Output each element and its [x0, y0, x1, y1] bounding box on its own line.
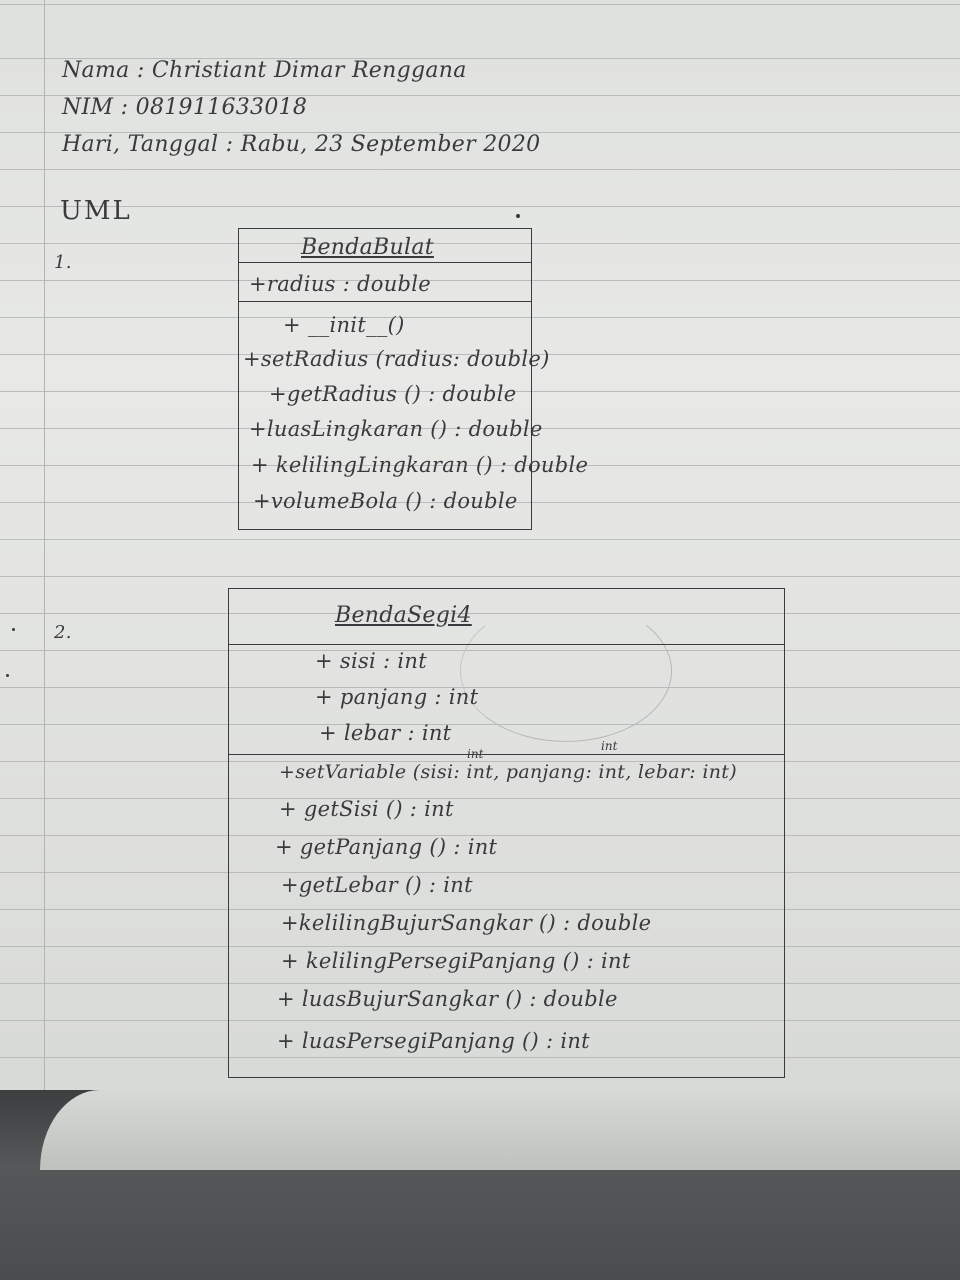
ink-dot: [516, 214, 520, 218]
class-box-bendabulat: BendaBulat +radius : double + __init__()…: [238, 228, 588, 530]
correction-note: int: [467, 747, 484, 761]
divider: [229, 754, 784, 755]
method: +getLebar () : int: [281, 873, 473, 897]
attribute: + lebar : int: [319, 721, 452, 745]
ink-speck: [6, 674, 9, 677]
paper-underside: [40, 1090, 960, 1170]
method: +setVariable (sisi: int, panjang: int, l…: [279, 761, 737, 783]
header-nama: Nama : Christiant Dimar Renggana: [62, 58, 467, 83]
method: +kelilingBujurSangkar () : double: [281, 911, 652, 935]
method: +setRadius (radius: double): [243, 347, 550, 371]
diagram1-number: 1.: [54, 252, 72, 273]
divider: [239, 301, 531, 302]
attribute: + sisi : int: [315, 649, 427, 673]
section-title: UML: [60, 196, 132, 226]
attribute: + panjang : int: [315, 685, 479, 709]
method: + luasPersegiPanjang () : int: [277, 1029, 590, 1053]
method: + kelilingLingkaran () : double: [251, 453, 589, 477]
divider: [239, 262, 531, 263]
method: +getRadius () : double: [269, 382, 517, 406]
ruled-lines: [0, 0, 960, 1090]
diagram2-number: 2.: [54, 622, 72, 643]
class-name: BendaBulat: [301, 235, 434, 260]
faint-show-through-circle: [460, 600, 672, 742]
correction-note: int: [601, 739, 618, 753]
ink-speck: [12, 628, 15, 631]
header-tanggal: Hari, Tanggal : Rabu, 23 September 2020: [62, 132, 541, 157]
margin-line: [44, 0, 45, 1090]
method: + luasBujurSangkar () : double: [277, 987, 618, 1011]
header-nim: NIM : 081911633018: [62, 95, 308, 120]
method: + getSisi () : int: [279, 797, 454, 821]
method: +luasLingkaran () : double: [249, 417, 543, 441]
attribute: +radius : double: [249, 272, 432, 296]
divider: [229, 644, 784, 645]
class-box-bendasegi4: BendaSegi4 + sisi : int + panjang : int …: [228, 588, 785, 1078]
method: + __init__(): [283, 313, 405, 337]
method: + kelilingPersegiPanjang () : int: [281, 949, 631, 973]
method: + getPanjang () : int: [275, 835, 498, 859]
class-name: BendaSegi4: [335, 603, 472, 628]
notebook-page: Nama : Christiant Dimar Renggana NIM : 0…: [0, 0, 960, 1090]
method: +volumeBola () : double: [253, 489, 518, 513]
